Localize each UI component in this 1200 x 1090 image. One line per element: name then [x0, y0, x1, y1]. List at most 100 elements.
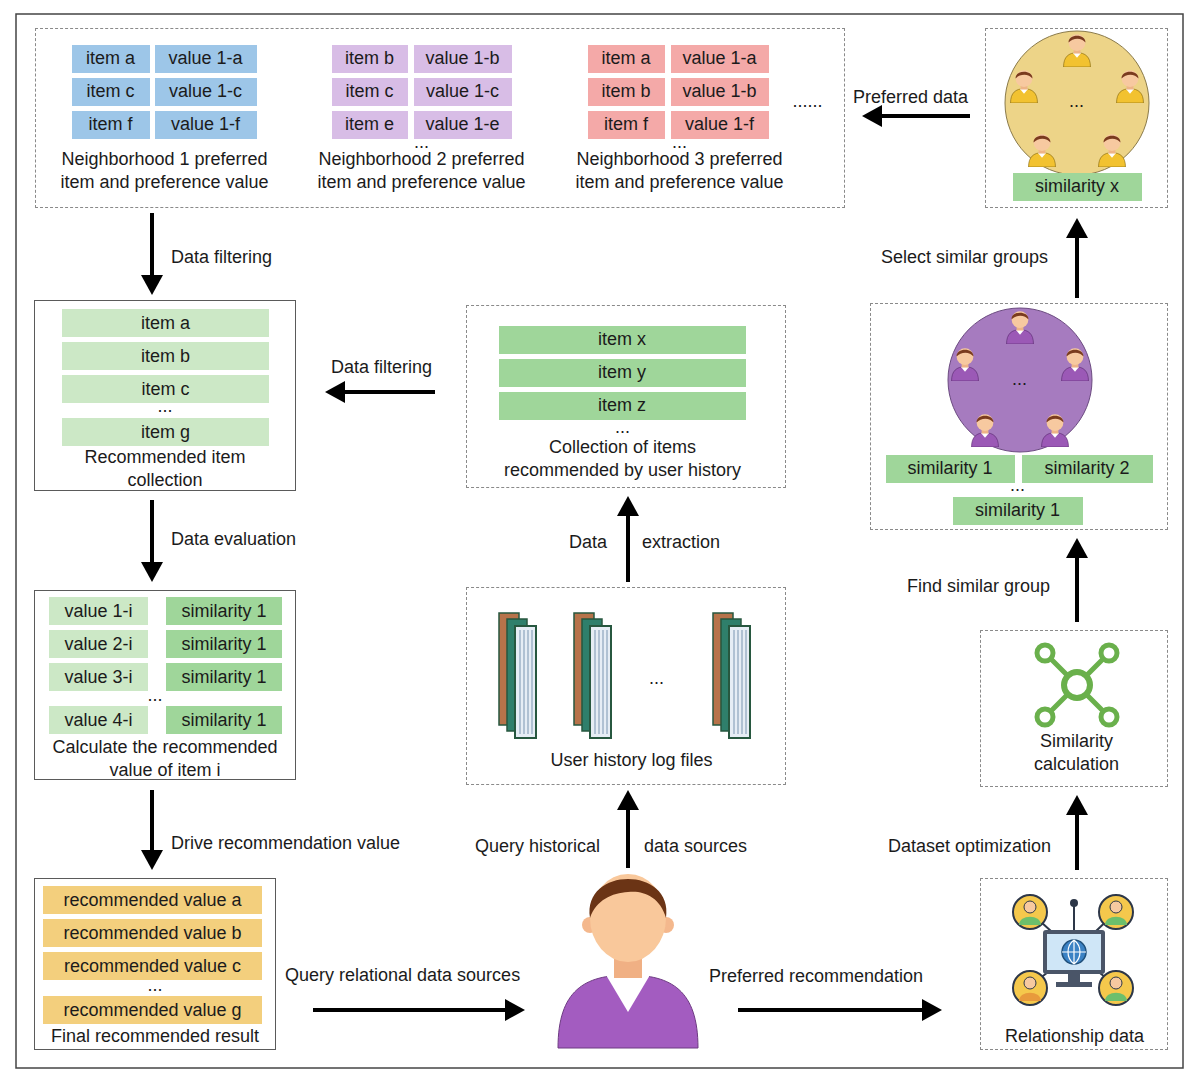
- badge-body: [1105, 917, 1127, 925]
- item-cell: item f: [588, 111, 665, 139]
- badge-head: [1024, 901, 1036, 913]
- globe: [1062, 940, 1086, 964]
- person-icon: [1011, 70, 1038, 103]
- arrow-label: Query historical: [475, 835, 600, 858]
- item-cell: similarity 1: [166, 630, 282, 658]
- network-node: [1101, 709, 1117, 725]
- cell-text: item a: [601, 47, 650, 70]
- cell-text: value 3-i: [64, 666, 132, 689]
- cell-text: value 1-c: [426, 80, 499, 103]
- caption-text: Neighborhood 3 preferred item and prefer…: [560, 148, 800, 194]
- arrow-head: [141, 850, 163, 870]
- flow-arrow: [141, 790, 163, 870]
- network-hub: [1064, 672, 1090, 698]
- person-icon: [972, 414, 999, 447]
- arrow-head: [862, 105, 882, 127]
- arrow-shaft: [1075, 556, 1079, 622]
- cell-text: value 2-i: [64, 633, 132, 656]
- item-cell: item x: [499, 326, 746, 354]
- item-cell: value 1-c: [414, 78, 512, 106]
- log-file-icons: [499, 613, 750, 738]
- item-cell: recommended value b: [43, 919, 262, 947]
- relationship-icon: [1013, 895, 1133, 1005]
- monitor: [1043, 930, 1105, 974]
- badge-body: [1105, 993, 1127, 1001]
- person-icon: [1099, 134, 1126, 167]
- process-box: ...Recommended item collectionitem aitem…: [34, 300, 296, 491]
- badge-head: [1110, 901, 1122, 913]
- antenna-dot: [1070, 899, 1078, 907]
- item-cell: recommended value c: [43, 952, 262, 980]
- edge-label: Data extraction: [569, 531, 720, 554]
- person-icon: [1062, 348, 1089, 381]
- cell-text: item f: [88, 113, 132, 136]
- item-cell: recommended value a: [43, 886, 262, 914]
- arrow-head: [922, 999, 942, 1021]
- caption-text: Similarity calculation: [1002, 730, 1152, 776]
- item-cell: item f: [72, 111, 150, 139]
- edge-label: Preferred data: [853, 86, 968, 109]
- person-icon: [1029, 134, 1056, 167]
- user-badge: [1099, 895, 1133, 929]
- cell-text: value 1-f: [685, 113, 754, 136]
- item-cell: value 1-e: [414, 111, 512, 139]
- edge-label: Dataset optimization: [888, 835, 1051, 858]
- arrow-head: [325, 381, 345, 403]
- edge-label: Drive recommendation value: [171, 832, 400, 855]
- person-icon: [952, 348, 979, 381]
- dashed-group: ...Collection of items recommended by us…: [466, 305, 786, 488]
- caption-text: User history log files: [482, 749, 782, 772]
- network-node: [1101, 645, 1117, 661]
- cell-text: similarity 1: [181, 600, 266, 623]
- flow-arrow: [1066, 218, 1088, 298]
- item-cell: similarity 1: [166, 706, 282, 734]
- edge-label: Data filtering: [331, 356, 432, 379]
- caption-text: Recommended item collection: [55, 446, 275, 492]
- ellipsis-text: ...: [637, 667, 677, 690]
- item-cell: value 3-i: [49, 663, 148, 691]
- flow-arrow: [141, 213, 163, 295]
- cell-text: item c: [86, 80, 134, 103]
- arrow-shaft: [1075, 236, 1079, 298]
- edge-label: Data filtering: [171, 246, 272, 269]
- cell-text: item e: [345, 113, 394, 136]
- flow-arrow: [1066, 795, 1088, 870]
- monitor-stand: [1068, 974, 1080, 982]
- arrow-shaft: [880, 114, 970, 118]
- item-cell: item a: [588, 45, 665, 73]
- user-figure: [558, 874, 698, 1048]
- item-cell: similarity 1: [166, 663, 282, 691]
- person-icon: [1117, 70, 1144, 103]
- badge-body: [1019, 917, 1041, 925]
- badge-body: [1019, 993, 1041, 1001]
- cell-text: item z: [598, 394, 646, 417]
- arrow-head: [141, 275, 163, 295]
- item-cell: similarity x: [1013, 173, 1142, 201]
- item-cell: item a: [72, 45, 150, 73]
- item-cell: value 1-a: [155, 45, 257, 73]
- cell-text: value 4-i: [64, 709, 132, 732]
- caption-text: Final recommended result: [35, 1025, 275, 1048]
- person-icon: [1064, 34, 1091, 67]
- cell-text: item f: [604, 113, 648, 136]
- edge-label: Data evaluation: [171, 528, 296, 551]
- user-body: [558, 975, 698, 1048]
- cell-text: similarity 1: [907, 457, 992, 480]
- arrow-shaft: [150, 500, 154, 564]
- user-head: [590, 874, 666, 962]
- network-node: [1037, 645, 1053, 661]
- cell-text: value 1-a: [168, 47, 242, 70]
- cell-text: item b: [345, 47, 394, 70]
- arrow-head: [505, 999, 525, 1021]
- item-cell: value 1-i: [49, 597, 148, 625]
- item-cell: value 1-f: [155, 111, 257, 139]
- arrow-shaft: [150, 213, 154, 277]
- item-cell: value 1-b: [414, 45, 512, 73]
- item-cell: value 2-i: [49, 630, 148, 658]
- item-cell: item e: [332, 111, 408, 139]
- cell-text: similarity 1: [975, 499, 1060, 522]
- arrow-shaft: [313, 1008, 507, 1012]
- person-icon: [1042, 414, 1069, 447]
- arrow-label: Preferred recommendation: [709, 965, 923, 988]
- caption-text: Neighborhood 1 preferred item and prefer…: [45, 148, 285, 194]
